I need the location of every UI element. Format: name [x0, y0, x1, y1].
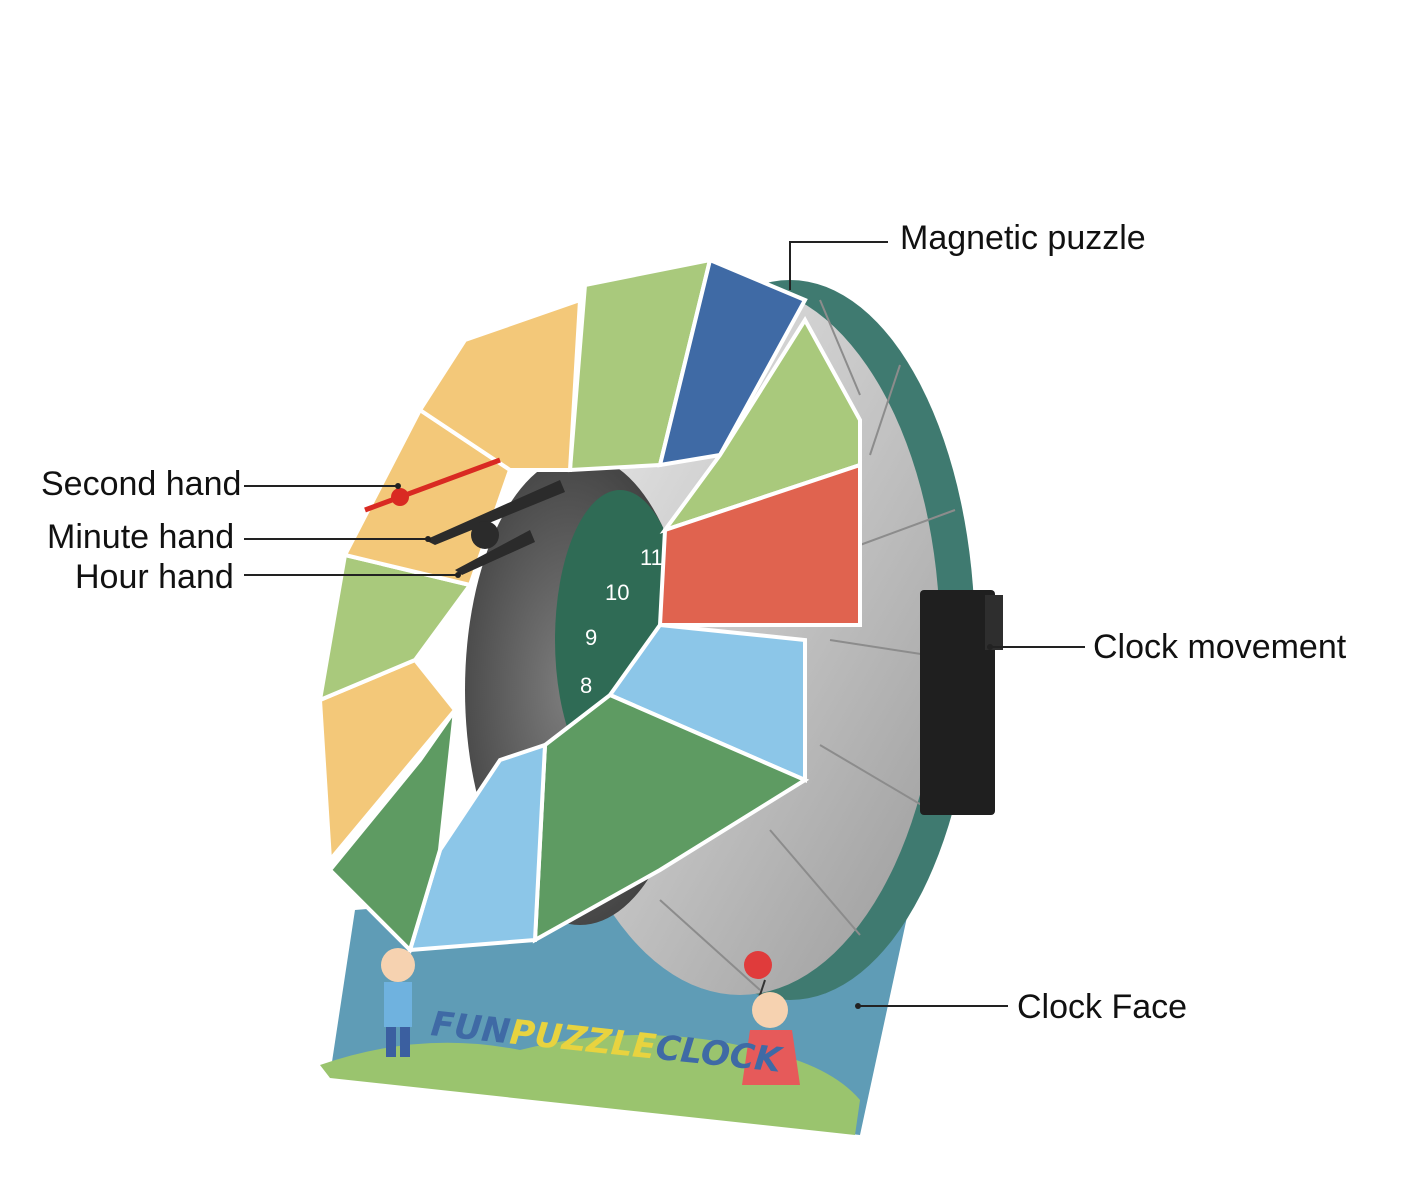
magnetic-puzzle-tiles	[317, 257, 862, 954]
callout-line-magnetic	[789, 241, 888, 290]
clock-movement-knob	[985, 595, 1003, 650]
hands-center-cap	[471, 521, 499, 549]
callout-dots	[395, 483, 993, 1009]
label-hour-hand: Hour hand	[75, 558, 234, 596]
puzzle-tile-bath	[327, 708, 457, 954]
board-grass	[320, 1035, 860, 1135]
dial-numbers: 11 10 9 8	[580, 545, 663, 698]
label-clock-movement: Clock movement	[1093, 628, 1347, 666]
label-second-hand: Second hand	[41, 465, 242, 503]
dial-number-10: 10	[605, 580, 629, 605]
board-boy-figure	[381, 948, 415, 1057]
second-hand-hub	[391, 488, 409, 506]
ring-segment-lines	[659, 299, 961, 991]
label-magnetic-puzzle: Magnetic puzzle	[900, 219, 1146, 257]
clock-movement-box	[920, 590, 995, 815]
label-minute-hand: Minute hand	[47, 518, 235, 556]
logo-word-fun: FUN	[429, 1004, 512, 1052]
hour-hand	[455, 530, 535, 575]
dial-number-9: 9	[585, 625, 597, 650]
minute-hand	[425, 480, 565, 545]
clock-hands	[364, 457, 565, 575]
puzzle-tile-blocks	[417, 297, 583, 472]
label-clock-face: Clock Face	[1017, 988, 1188, 1026]
board-girl-figure	[742, 951, 800, 1085]
dial-number-8: 8	[580, 673, 592, 698]
second-hand	[364, 457, 501, 513]
callout-lines	[244, 241, 1085, 1007]
puzzle-tile-sleep	[532, 692, 810, 944]
dial-number-11: 11	[640, 545, 663, 570]
